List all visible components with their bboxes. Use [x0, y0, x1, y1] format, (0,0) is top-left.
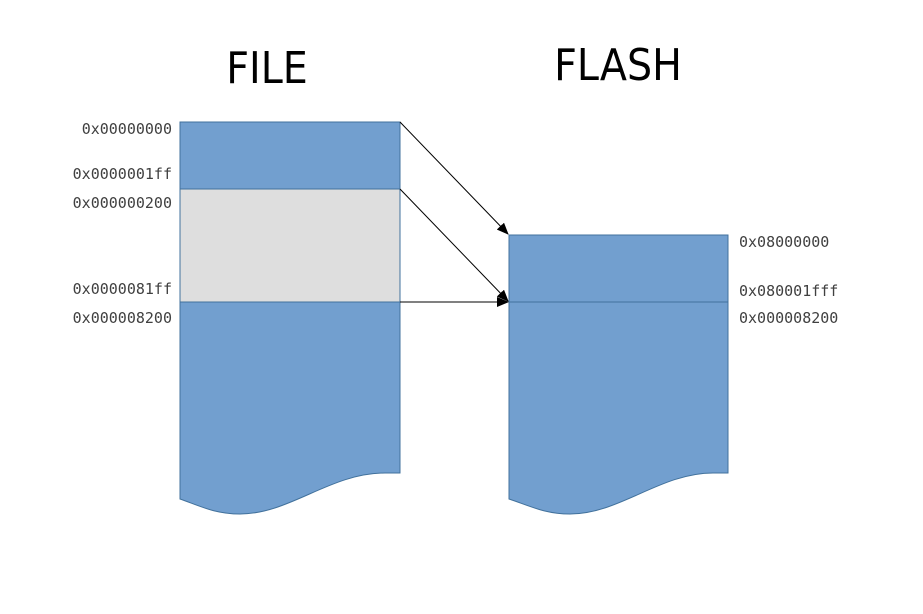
arrow-gap-start-to-flash-boundary: [399, 188, 509, 302]
flash-data-region: [508, 301, 729, 515]
flash-addr-header-end: 0x080001fff: [739, 282, 838, 300]
file-header-region: [179, 121, 401, 190]
file-addr-data-start: 0x000008200: [73, 309, 172, 327]
flash-header-region: [508, 234, 729, 303]
arrow-header-to-flash-start: [399, 121, 509, 235]
file-addr-start: 0x00000000: [82, 120, 172, 138]
file-addr-header-end: 0x0000001ff: [73, 165, 172, 183]
flash-title: FLASH: [554, 40, 682, 91]
flash-memory-block: [508, 234, 729, 515]
file-data-region: [179, 301, 401, 515]
flash-addr-start: 0x08000000: [739, 233, 829, 251]
mapping-arrows: [399, 121, 509, 307]
file-addr-gap-end: 0x0000081ff: [73, 280, 172, 298]
file-gap-region: [179, 188, 401, 303]
file-title: FILE: [226, 43, 308, 94]
flash-addr-data-start: 0x000008200: [739, 309, 838, 327]
file-addr-gap-start: 0x000000200: [73, 194, 172, 212]
file-memory-block: [179, 121, 401, 515]
